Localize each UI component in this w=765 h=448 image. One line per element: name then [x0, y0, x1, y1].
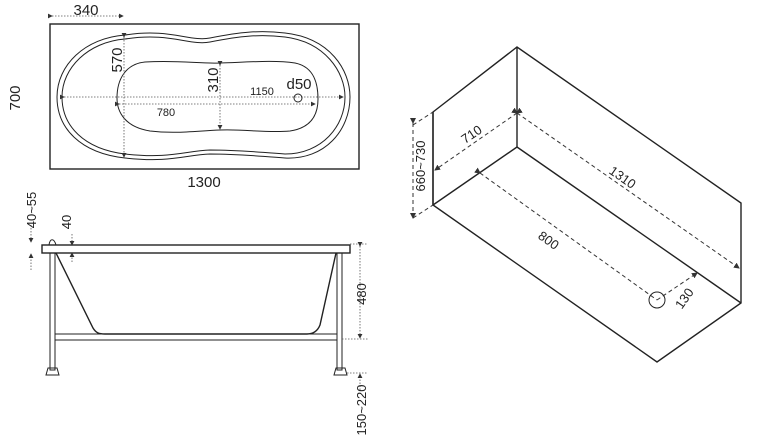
leg-left [49, 252, 56, 371]
dim-1150: 1150 [250, 86, 274, 98]
top-view: 340 700 1300 570 310 1150 d50 780 [7, 2, 360, 191]
dim-800: 800 [535, 228, 561, 253]
dim-310: 310 [205, 67, 222, 92]
dim-780: 780 [157, 107, 175, 119]
isometric-view: 660~730 710 1310 800 130 [410, 46, 742, 363]
dim-130: 130 [672, 285, 697, 311]
top-outline [49, 23, 360, 170]
outer-bowl-contour [56, 31, 351, 161]
drain-icon [293, 93, 303, 103]
side-view: 40~55 40 480 150~220 [24, 192, 369, 436]
dim-40-55: 40~55 [24, 192, 39, 229]
dim-1300: 1300 [187, 174, 220, 191]
dim-710: 710 [458, 122, 484, 147]
tub-rim [41, 244, 351, 254]
foot-right [333, 367, 348, 376]
dim-150-220: 150~220 [354, 385, 369, 436]
dim-d50: d50 [286, 76, 311, 93]
dim-660-730: 660~730 [413, 141, 428, 192]
leg-right [336, 252, 343, 371]
drain-icon [648, 291, 666, 309]
inner-bowl-contour [116, 60, 319, 133]
dim-340: 340 [73, 2, 98, 19]
frame-crossbar [54, 333, 338, 341]
iso-outline [432, 46, 742, 363]
dim-1310: 1310 [606, 163, 638, 192]
dim-570: 570 [109, 47, 126, 72]
outer-bowl-contour-inner [61, 35, 346, 157]
dim-480: 480 [354, 283, 369, 305]
dim-700: 700 [7, 85, 24, 110]
foot-left [45, 367, 60, 376]
dim-40: 40 [59, 215, 74, 229]
tub-body [55, 252, 337, 335]
